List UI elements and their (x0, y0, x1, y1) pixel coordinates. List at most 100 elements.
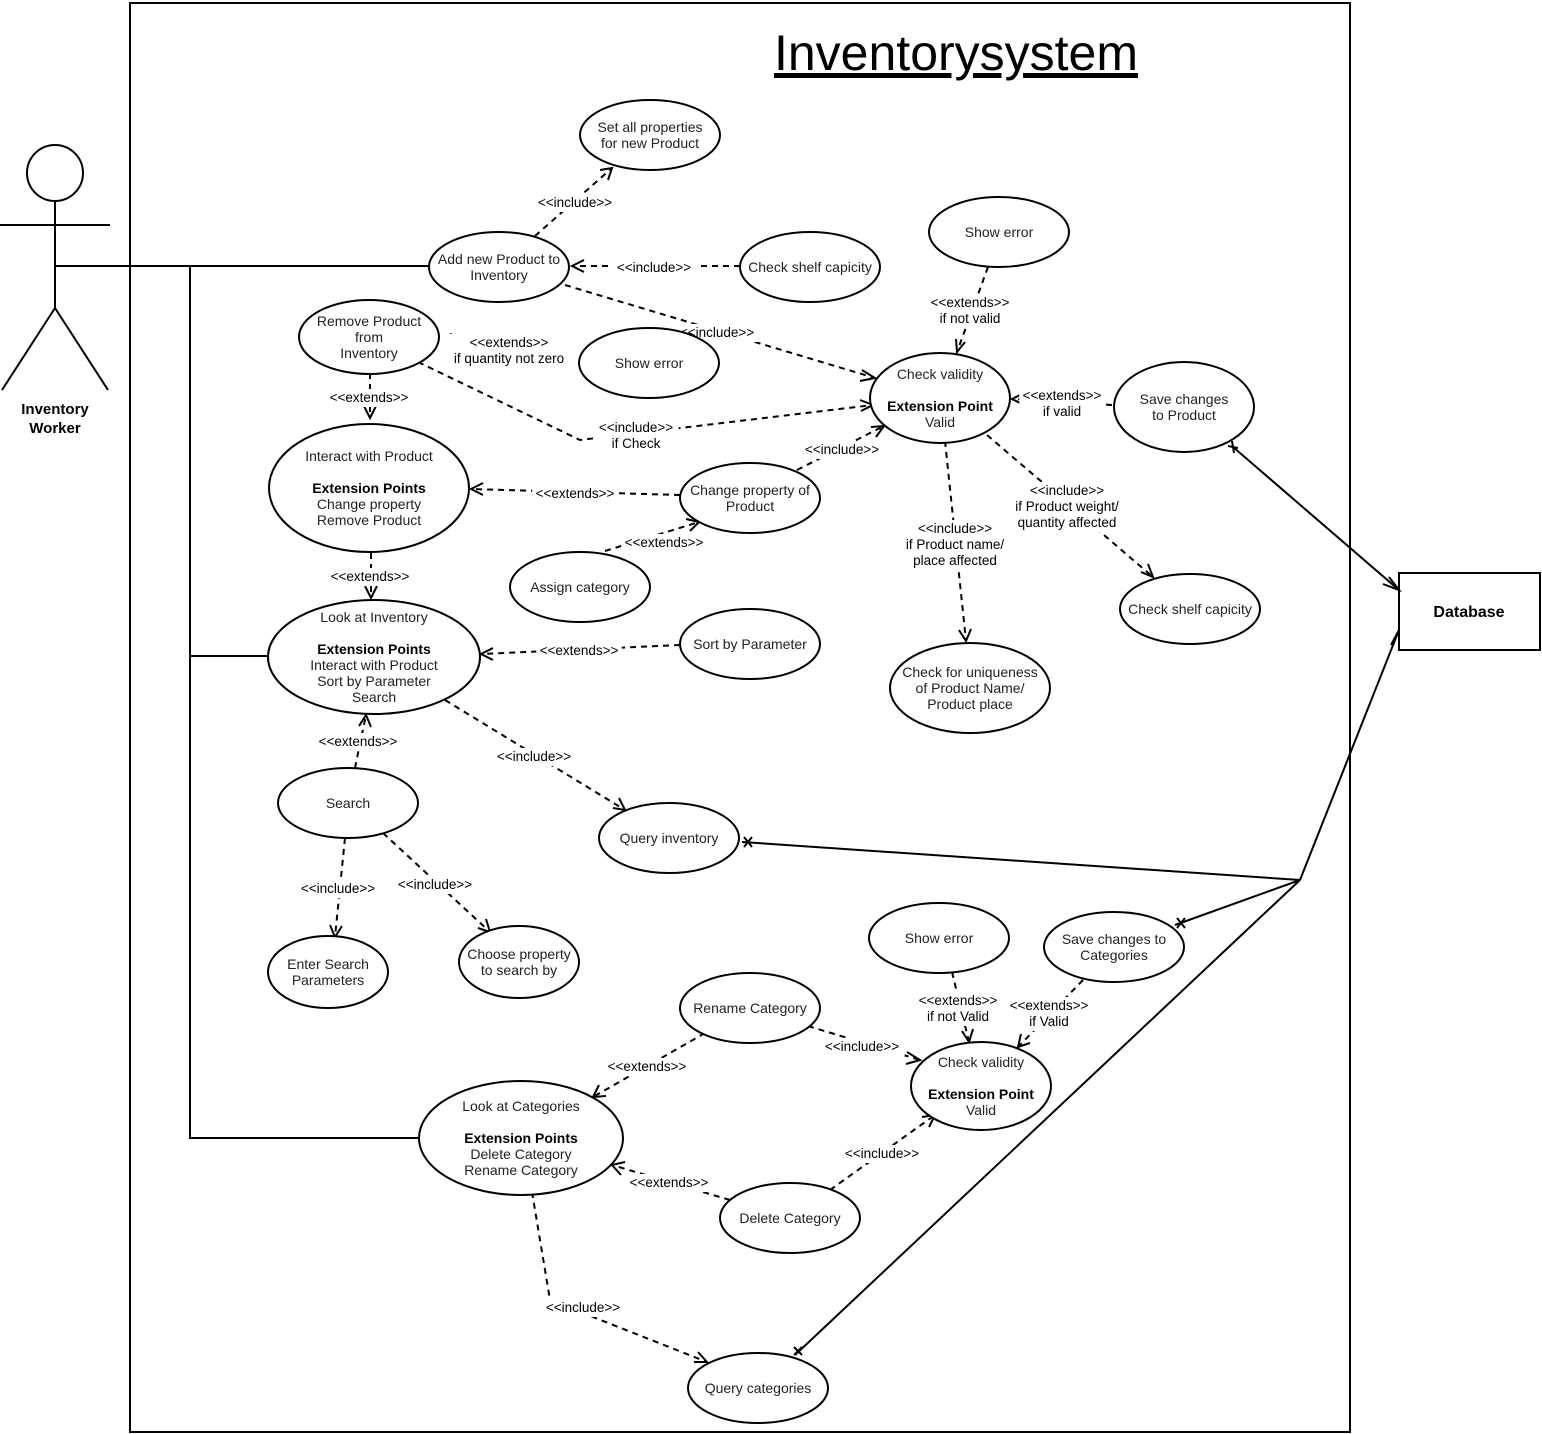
stereotype-label: <<extends>> (536, 486, 615, 501)
use-case-label: Choose property (467, 946, 571, 962)
relation-label-bg (540, 1299, 626, 1317)
use-case-label: Check shelf capicity (748, 259, 872, 275)
database-label: Database (1433, 604, 1504, 621)
use-case-check-shelf-2[interactable]: Check shelf capicity (1119, 573, 1261, 645)
assoc-db-hub (1299, 629, 1400, 881)
dep-shelf1-add-head (569, 259, 585, 273)
use-case-query-inventory[interactable]: Query inventory (598, 802, 740, 874)
relation-label-bg (839, 1145, 925, 1163)
stereotype-label: <<include>> (617, 260, 691, 275)
stereotype-label: <<include>> (825, 1039, 899, 1054)
relation-label-bg (819, 1038, 905, 1056)
use-case-show-error-1[interactable]: Show error (928, 196, 1070, 268)
relation-label-bg (536, 642, 622, 660)
use-case-show-error-3[interactable]: Show error (868, 902, 1010, 974)
extension-point-heading: Extension Point (887, 398, 993, 414)
actor-name-line1: Inventory (21, 401, 89, 418)
actor-head (26, 144, 84, 202)
use-case-sort-param[interactable]: Sort by Parameter (679, 608, 821, 680)
use-case-ellipse (579, 99, 721, 171)
database-box (1398, 572, 1541, 651)
use-case-ellipse (418, 1080, 624, 1196)
use-case-check-shelf-1[interactable]: Check shelf capicity (739, 231, 881, 303)
use-case-ellipse (268, 423, 470, 553)
use-case-label: Valid (925, 414, 955, 430)
use-case-label: from (355, 329, 383, 345)
dep-savecat-valid-head (1016, 1033, 1031, 1049)
use-case-ellipse (739, 231, 881, 303)
use-case-ellipse (869, 352, 1011, 444)
use-case-search[interactable]: Search (277, 767, 419, 839)
use-case-ellipse (298, 299, 440, 375)
stereotype-label: <<extends>> (331, 569, 410, 584)
relation-label-bg (611, 259, 697, 277)
use-case-ellipse (277, 767, 419, 839)
database-associations (741, 440, 1402, 1356)
use-case-ellipse (687, 1352, 829, 1424)
use-case-label: Search (326, 795, 370, 811)
use-case-ellipse (267, 599, 481, 715)
use-case-label: Delete Category (470, 1146, 571, 1162)
condition-label: if Valid (1029, 1014, 1069, 1029)
use-case-label: Sort by Parameter (317, 673, 431, 689)
use-case-query-categories[interactable]: Query categories (687, 1352, 829, 1424)
dep-rename-look-head (591, 1084, 607, 1099)
use-case-ellipse (267, 935, 389, 1009)
use-case-label: Rename Category (693, 1000, 807, 1016)
condition-label: if Check (612, 436, 661, 451)
use-case-label: to search by (481, 962, 557, 978)
dep-interact-look-head (364, 585, 378, 601)
stereotype-label: <<extends>> (470, 335, 549, 350)
use-case-assign-cat[interactable]: Assign category (509, 551, 651, 623)
relation-label-bg (315, 733, 401, 751)
use-case-rename-cat[interactable]: Rename Category (679, 972, 821, 1044)
assoc-db-save-product-arrow (1382, 576, 1402, 593)
stereotype-label: <<extends>> (540, 643, 619, 658)
use-case-label: Check shelf capicity (1128, 601, 1252, 617)
use-case-label: Assign category (530, 579, 630, 595)
stereotype-label: <<include>> (680, 325, 754, 340)
use-case-label: Query categories (705, 1380, 812, 1396)
use-case-label: Check validity (938, 1054, 1024, 1070)
use-case-delete-cat[interactable]: Delete Category (719, 1182, 861, 1254)
use-case-ellipse (578, 327, 720, 399)
stereotype-label: <<extends>> (608, 1059, 687, 1074)
assoc-db-query-categories (794, 879, 1301, 1356)
dep-remove-valid (417, 361, 874, 442)
stereotype-label: <<include>> (538, 195, 612, 210)
use-case-show-error-2[interactable]: Show error (578, 327, 720, 399)
use-case-label: Query inventory (620, 830, 719, 846)
relation-label-bg (532, 194, 618, 212)
use-case-ellipse (1113, 361, 1255, 453)
database-node[interactable]: Database (1398, 572, 1541, 651)
use-case-label: Set all properties (597, 119, 702, 135)
dep-look-query (444, 699, 626, 811)
relation-label-bg (327, 568, 413, 586)
relation-label-bg (621, 534, 707, 552)
extension-point-heading: Extension Points (464, 1130, 578, 1146)
use-case-label: Show error (615, 355, 684, 371)
actor-inventory-worker[interactable]: Inventory Worker (0, 144, 110, 437)
stereotype-label: <<include>> (301, 881, 375, 896)
relation-label-bg (326, 389, 412, 407)
relation-label-bg (799, 441, 885, 459)
use-case-label: Product place (927, 696, 1013, 712)
stereotype-label: <<include>> (1030, 483, 1104, 498)
relation-label-bg (998, 482, 1136, 532)
stereotype-label: <<include>> (398, 877, 472, 892)
